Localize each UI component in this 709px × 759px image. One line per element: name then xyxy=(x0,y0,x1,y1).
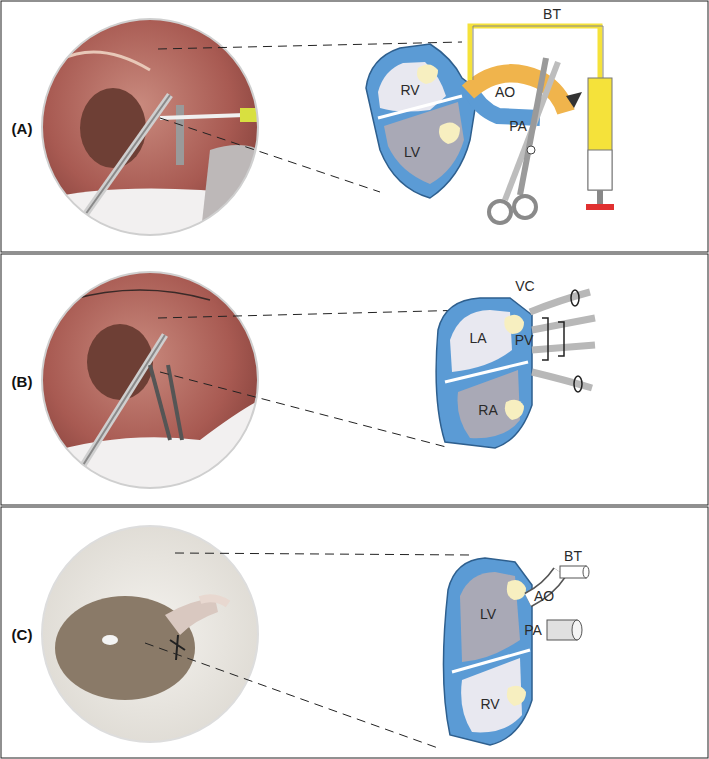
surgery-photo xyxy=(40,270,260,500)
leader-line xyxy=(145,643,438,748)
part-label: LA xyxy=(469,331,486,345)
panel-frame xyxy=(1,507,708,758)
part-label: LV xyxy=(404,145,420,159)
panel-label: (C) xyxy=(12,627,33,642)
part-label: PA xyxy=(524,623,542,637)
part-label: RA xyxy=(478,403,497,417)
leader-line xyxy=(175,553,470,555)
panel-frame xyxy=(1,254,708,505)
part-label: BT xyxy=(564,549,582,563)
leader-line xyxy=(160,118,380,192)
part-label: PA xyxy=(509,119,527,133)
part-label: AO xyxy=(495,85,515,99)
part-label: RV xyxy=(400,83,419,97)
heart-photo xyxy=(40,524,260,744)
part-label: PV xyxy=(515,333,534,347)
part-label: RV xyxy=(480,697,499,711)
part-label: BT xyxy=(543,7,561,21)
panel-label: (A) xyxy=(12,121,33,136)
heart-schematic xyxy=(366,26,614,223)
surgery-photo xyxy=(40,18,260,240)
panel-label: (B) xyxy=(12,374,33,389)
leader-line xyxy=(160,372,450,448)
heart-schematic xyxy=(436,290,595,448)
part-label: LV xyxy=(480,607,496,621)
leader-line xyxy=(158,310,470,318)
part-label: VC xyxy=(515,279,534,293)
heart-schematic xyxy=(443,558,589,745)
part-label: AO xyxy=(534,589,554,603)
panel-frame xyxy=(1,1,708,252)
